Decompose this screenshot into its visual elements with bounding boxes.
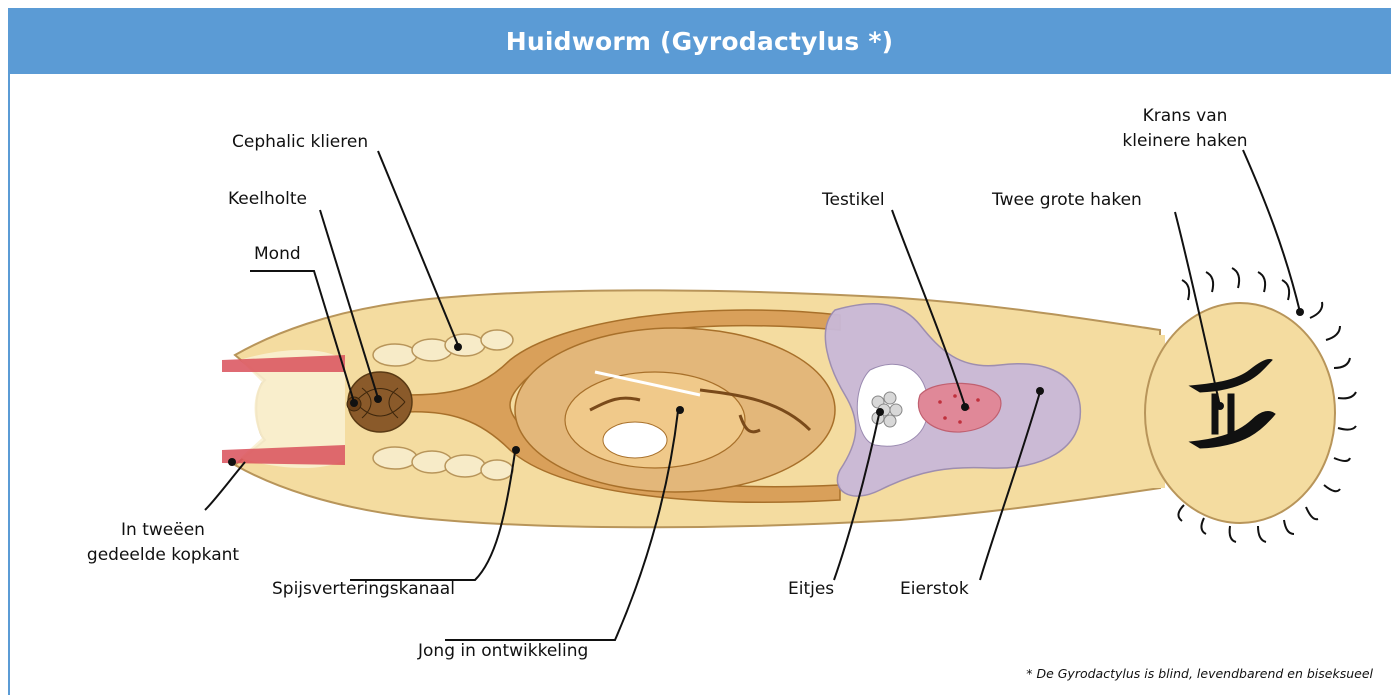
label-hook-ring-2: kleinere haken xyxy=(1070,130,1300,152)
label-developing-young: Jong in ontwikkeling xyxy=(418,640,588,662)
label-eggs: Eitjes xyxy=(788,578,834,600)
footnote: * De Gyrodactylus is blind, levendbarend… xyxy=(1026,666,1373,681)
label-mouth: Mond xyxy=(254,243,301,265)
embryo-egg xyxy=(603,422,667,458)
label-pharynx: Keelholte xyxy=(228,188,307,210)
label-cephalic-glands: Cephalic klieren xyxy=(232,131,368,153)
label-split-head-2: gedeelde kopkant xyxy=(68,544,258,566)
label-digestive-tract: Spijsverteringskanaal xyxy=(272,578,455,600)
label-ovary: Eierstok xyxy=(900,578,969,600)
label-hook-ring-1: Krans van xyxy=(1070,105,1300,127)
label-large-hooks: Twee grote haken xyxy=(992,189,1142,211)
label-split-head-1: In tweëen xyxy=(68,519,258,541)
haptor-disc xyxy=(1145,303,1335,523)
head-muscle-bottom xyxy=(222,445,345,465)
label-testis: Testikel xyxy=(822,189,885,211)
